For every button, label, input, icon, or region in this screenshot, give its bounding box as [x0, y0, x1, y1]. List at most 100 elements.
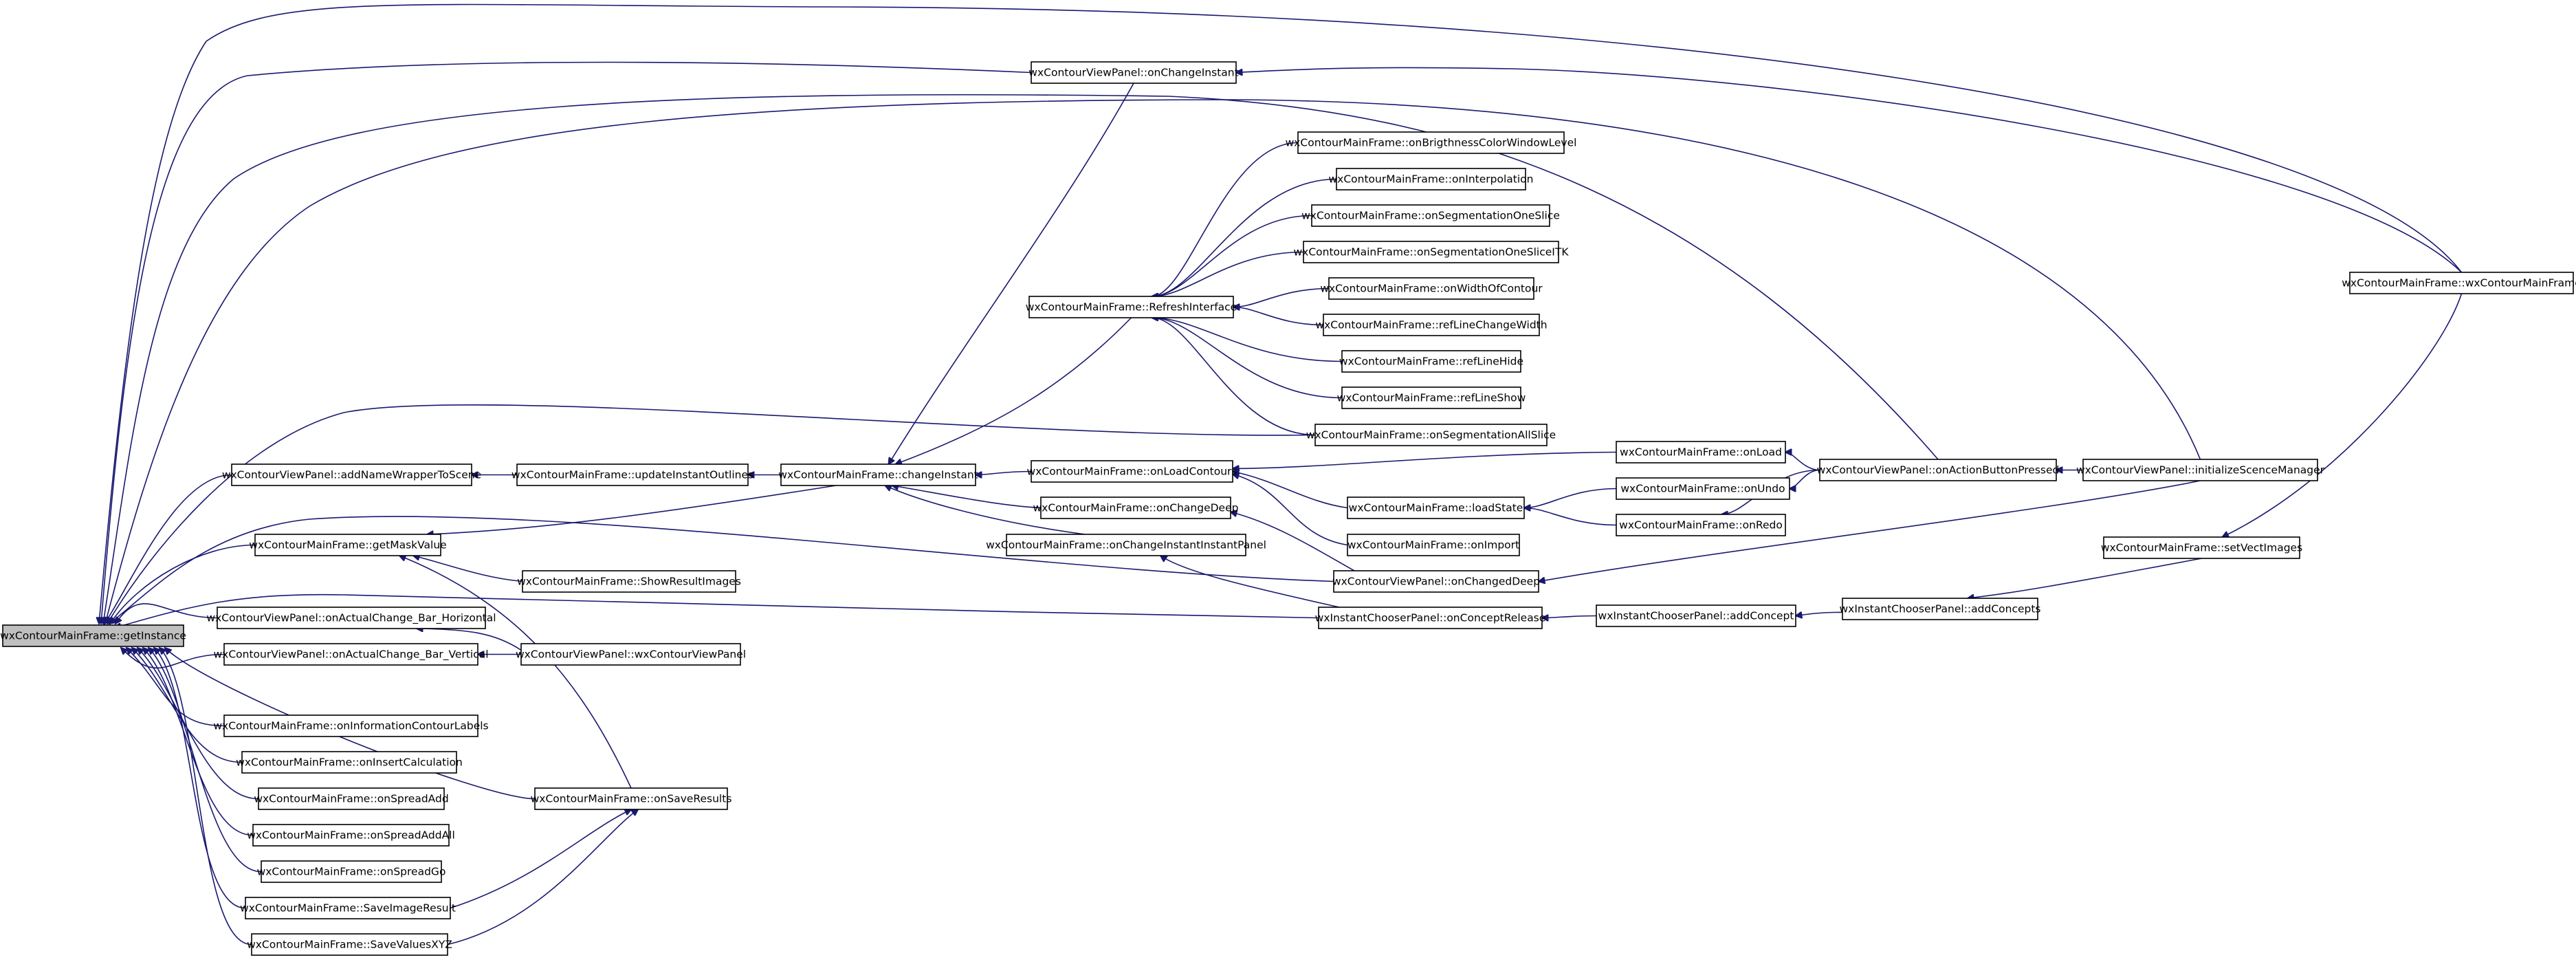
node-label: wxContourMainFrame::SaveImageResult	[240, 902, 456, 915]
node-onInsertCalculation[interactable]: wxContourMainFrame::onInsertCalculation	[236, 751, 463, 774]
node-box	[534, 787, 728, 810]
node-onSegmentationOneSlice[interactable]: wxContourMainFrame::onSegmentationOneSli…	[1301, 204, 1560, 227]
node-onActualChange_Bar_Vertical[interactable]: wxContourViewPanel::onActualChange_Bar_V…	[213, 643, 489, 666]
edge-onActualChange_Bar_Horizontal-to-getInstance	[115, 603, 218, 624]
edge-onWidthOfContour-to-RefreshInterface	[1233, 287, 1330, 307]
node-label: wxContourMainFrame::changeInstant	[778, 469, 978, 481]
node-box	[1303, 241, 1559, 263]
node-onLoadContours[interactable]: wxContourMainFrame::onLoadContours	[1027, 460, 1237, 483]
edge-refLineShow-to-RefreshInterface	[1152, 318, 1343, 399]
node-box	[1616, 441, 1786, 463]
edge-onConceptRelease-to-getInstance	[115, 593, 1319, 628]
node-onSpreadAdd[interactable]: wxContourMainFrame::onSpreadAdd	[254, 787, 449, 810]
edge-onActionButtonPressed-to-onLoad	[1785, 452, 1820, 471]
node-label: wxContourMainFrame::wxContourMainFrame	[2342, 277, 2576, 290]
node-box	[1031, 460, 1233, 483]
node-label: wxInstantChooserPanel::addConcepts	[1839, 603, 2040, 615]
node-label: wxContourMainFrame::getMaskValue	[249, 539, 446, 552]
node-onInformationContourLabels[interactable]: wxContourMainFrame::onInformationContour…	[213, 714, 489, 737]
edge-onImport-to-onLoadContours	[1233, 474, 1348, 546]
node-onInterpolation[interactable]: wxContourMainFrame::onInterpolation	[1329, 168, 1534, 190]
node-ShowResultImages[interactable]: wxContourMainFrame::ShowResultImages	[517, 570, 741, 593]
edge-onConceptRelease-to-onChangeInstantInstantPanel	[1160, 556, 1340, 608]
node-label: wxContourMainFrame::onImport	[1347, 539, 1519, 552]
node-onActionButtonPressed[interactable]: wxContourViewPanel::onActionButtonPresse…	[1817, 459, 2060, 481]
node-onChangeInstant[interactable]: wxContourViewPanel::onChangeInstant	[1028, 61, 1239, 84]
node-onSpreadAddAll[interactable]: wxContourMainFrame::onSpreadAddAll	[247, 824, 455, 847]
node-onChangeDeep[interactable]: wxContourMainFrame::onChangeDeep	[1033, 497, 1239, 519]
node-onUndo[interactable]: wxContourMainFrame::onUndo	[1616, 477, 1790, 500]
node-label: wxContourMainFrame::onLoadContours	[1027, 466, 1237, 478]
node-updateInstantOutlines[interactable]: wxContourMainFrame::updateInstantOutline…	[511, 463, 753, 486]
node-addNameWrapperToScene[interactable]: wxContourViewPanel::addNameWrapperToScen…	[222, 463, 481, 486]
node-onImport[interactable]: wxContourMainFrame::onImport	[1347, 534, 1520, 556]
node-loadState[interactable]: wxContourMainFrame::loadState	[1347, 497, 1525, 519]
node-onSpreadGo[interactable]: wxContourMainFrame::onSpreadGo	[257, 860, 446, 883]
node-box	[1616, 514, 1786, 536]
node-box	[1040, 497, 1231, 519]
node-label: wxContourMainFrame::loadState	[1349, 502, 1523, 514]
node-onSegmentationOneSliceITK[interactable]: wxContourMainFrame::onSegmentationOneSli…	[1294, 241, 1570, 263]
edge-addConcepts-to-addConcept	[1796, 612, 1843, 615]
node-SaveImageResult[interactable]: wxContourMainFrame::SaveImageResult	[240, 897, 456, 919]
edge-onActualChange_Bar_Vertical-to-getInstance	[121, 648, 225, 669]
edge-wxContourMainFrame-to-onChangeInstant	[1236, 67, 2463, 273]
node-changeInstant[interactable]: wxContourMainFrame::changeInstant	[778, 463, 978, 486]
edge-changeInstant-to-getMaskValue	[427, 485, 837, 534]
node-onLoad[interactable]: wxContourMainFrame::onLoad	[1616, 441, 1786, 463]
node-label: wxContourViewPanel::onActualChange_Bar_H…	[206, 612, 496, 625]
node-onRedo[interactable]: wxContourMainFrame::onRedo	[1616, 514, 1786, 536]
node-box	[1842, 598, 2038, 620]
node-addConcepts[interactable]: wxInstantChooserPanel::addConcepts	[1839, 598, 2041, 620]
node-box	[1596, 604, 1796, 627]
node-onChangeInstantInstantPanel[interactable]: wxContourMainFrame::onChangeInstantInsta…	[986, 534, 1266, 556]
node-box	[1336, 168, 1526, 190]
edge-setVectImages-to-addConcepts	[1968, 558, 2202, 598]
node-onActualChange_Bar_Horizontal[interactable]: wxContourViewPanel::onActualChange_Bar_H…	[206, 607, 496, 629]
node-onChangedDeep[interactable]: wxContourViewPanel::onChangedDeep	[1332, 570, 1540, 593]
node-onSaveResults[interactable]: wxContourMainFrame::onSaveResults	[531, 787, 732, 810]
node-box	[1006, 534, 1246, 556]
node-label: wxContourViewPanel::onActionButtonPresse…	[1817, 464, 2060, 477]
node-SaveValuesXYZ[interactable]: wxContourMainFrame::SaveValuesXYZ	[247, 933, 452, 956]
node-label: wxContourMainFrame::onInterpolation	[1329, 173, 1534, 186]
node-RefreshInterface[interactable]: wxContourMainFrame::RefreshInterface	[1026, 296, 1237, 318]
node-onWidthOfContour[interactable]: wxContourMainFrame::onWidthOfContour	[1320, 277, 1543, 300]
edge-RefreshInterface-to-changeInstant	[896, 317, 1132, 464]
node-wxContourViewPanel[interactable]: wxContourViewPanel::wxContourViewPanel	[516, 643, 746, 666]
node-box	[261, 860, 442, 883]
node-onSegmentationAllSlice[interactable]: wxContourMainFrame::onSegmentationAllSli…	[1306, 424, 1556, 446]
node-box	[2082, 459, 2318, 481]
node-refLineShow[interactable]: wxContourMainFrame::refLineShow	[1337, 386, 1526, 409]
edge-onSegmentationOneSliceITK-to-RefreshInterface	[1152, 251, 1304, 297]
edge-initializeScenceManager-to-onChangedDeep	[1539, 480, 2201, 582]
node-label: wxContourMainFrame::onInsertCalculation	[236, 756, 463, 769]
node-setVectImages[interactable]: wxContourMainFrame::setVectImages	[2101, 536, 2302, 559]
node-initializeScenceManager[interactable]: wxContourViewPanel::initializeScenceMana…	[2076, 459, 2325, 481]
node-box	[1341, 386, 1521, 409]
node-box	[1616, 477, 1790, 500]
node-onConceptRelease[interactable]: wxInstantChooserPanel::onConceptRelease	[1315, 607, 1546, 629]
edge-onLoadContours-to-changeInstant	[976, 470, 1032, 475]
node-getInstance[interactable]: wxContourMainFrame::getInstance	[0, 624, 186, 647]
edge-getMaskValue-to-getInstance	[110, 544, 256, 624]
edge-refLineChangeWidth-to-RefreshInterface	[1233, 307, 1324, 326]
node-box	[1323, 314, 1540, 336]
edge-onInformationContourLabels-to-getInstance	[126, 648, 225, 727]
edge-onLoad-to-onLoadContours	[1233, 451, 1617, 469]
node-refLineChangeWidth[interactable]: wxContourMainFrame::refLineChangeWidth	[1315, 314, 1548, 336]
node-addConcept[interactable]: wxInstantChooserPanel::addConcept	[1596, 604, 1796, 627]
node-box	[2349, 272, 2574, 294]
node-wxContourMainFrame[interactable]: wxContourMainFrame::wxContourMainFrame	[2342, 272, 2576, 294]
edge-onActionButtonPressed-to-onUndo	[1790, 469, 1820, 489]
node-label: wxContourViewPanel::onChangeInstant	[1028, 67, 1238, 79]
edge-onSpreadAddAll-to-getInstance	[143, 648, 254, 836]
node-box	[520, 643, 741, 666]
node-label: wxContourMainFrame::onLoad	[1620, 446, 1782, 459]
node-refLineHide[interactable]: wxContourMainFrame::refLineHide	[1339, 350, 1523, 373]
node-label: wxContourMainFrame::ShowResultImages	[517, 576, 741, 588]
node-box	[1328, 277, 1534, 300]
node-onBrigthnessColorWindowLevel[interactable]: wxContourMainFrame::onBrigthnessColorWin…	[1286, 131, 1577, 154]
node-getMaskValue[interactable]: wxContourMainFrame::getMaskValue	[249, 534, 447, 556]
node-box	[1347, 534, 1520, 556]
